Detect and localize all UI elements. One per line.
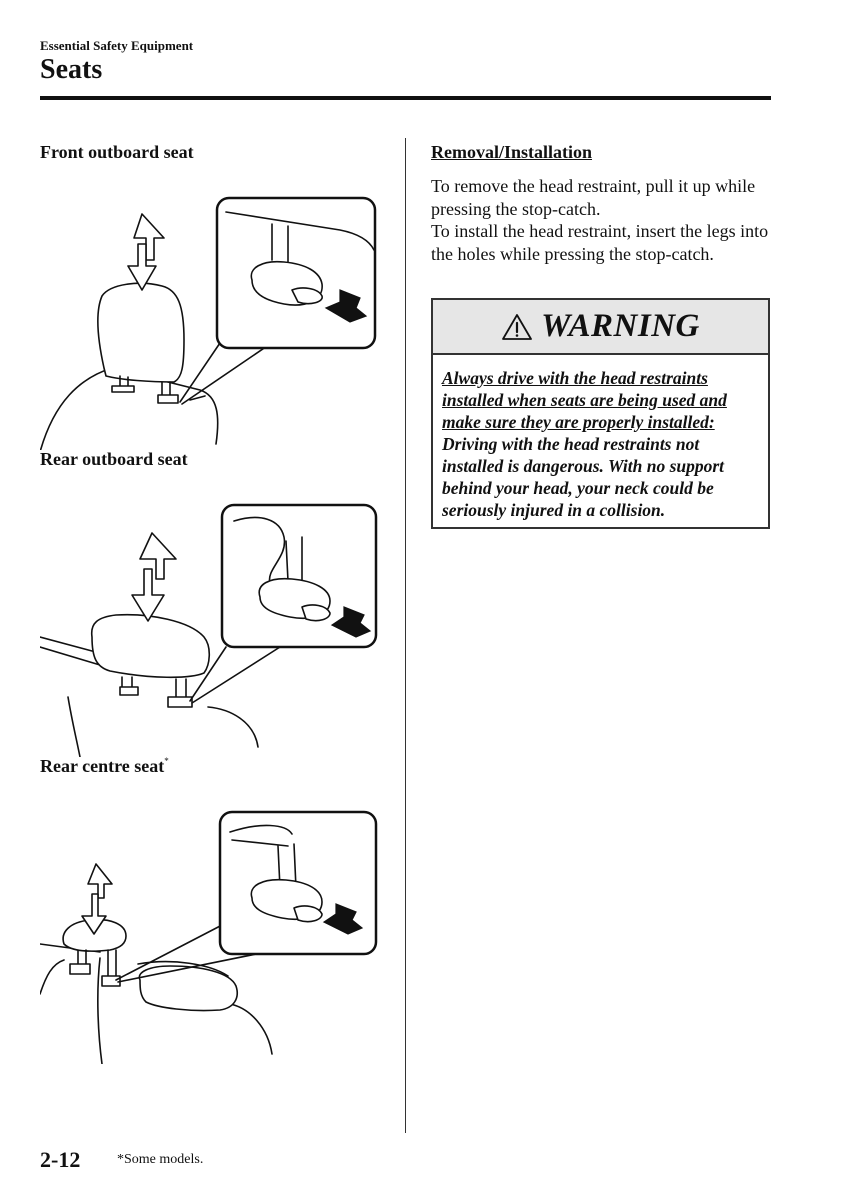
title-divider xyxy=(40,96,771,100)
press-arrow-icon xyxy=(322,903,364,935)
warning-triangle-icon xyxy=(502,313,533,340)
callout-lines xyxy=(115,923,277,983)
stop-catch xyxy=(101,975,121,987)
press-arrow-icon xyxy=(324,289,368,323)
seat-top-lines xyxy=(40,636,101,666)
section-label: Essential Safety Equipment xyxy=(40,38,194,53)
warning-header: WARNING xyxy=(433,300,768,355)
warning-body: Always drive with the head restraints in… xyxy=(433,355,768,521)
column-divider xyxy=(405,138,406,1133)
removal-instruction: To remove the head restraint, pull it up… xyxy=(431,176,756,219)
callout-lines xyxy=(189,646,281,704)
press-arrow-icon xyxy=(330,606,372,638)
zoom-detail-box xyxy=(220,503,378,649)
head-restraint-legs xyxy=(77,949,117,977)
head-restraint xyxy=(90,613,211,679)
head-restraint xyxy=(96,282,185,383)
rear-outboard-seat-heading: Rear outboard seat xyxy=(40,449,188,469)
callout-lines xyxy=(179,339,277,405)
page-number: 2-12 xyxy=(40,1147,81,1172)
page-title: Seats xyxy=(40,54,103,85)
stop-catch xyxy=(157,394,179,404)
front-outboard-seat-illustration xyxy=(40,196,377,450)
rear-centre-seat-heading: Rear centre seat* xyxy=(40,756,169,776)
head-restraint-legs xyxy=(121,676,187,698)
rear-centre-seat-illustration xyxy=(40,810,378,1064)
installation-instruction: To install the head restraint, insert th… xyxy=(431,221,769,264)
up-down-arrow-icon xyxy=(81,863,113,935)
up-down-arrow-icon xyxy=(127,213,165,291)
warning-box: WARNING Always drive with the head restr… xyxy=(431,298,770,529)
centre-head-restraint xyxy=(138,965,238,1012)
footnote: *Some models. xyxy=(117,1152,204,1167)
front-outboard-seat-heading: Front outboard seat xyxy=(40,142,194,162)
up-down-arrow-icon xyxy=(131,532,177,622)
removal-installation-heading: Removal/Installation xyxy=(431,142,593,162)
instructions-text: To remove the head restraint, pull it up… xyxy=(431,175,776,265)
stop-catch xyxy=(167,696,193,708)
head-restraint xyxy=(62,918,127,952)
warning-text: Driving with the head restraints not ins… xyxy=(442,434,725,520)
warning-emphasis: Always drive with the head restraints in… xyxy=(442,368,727,432)
rear-outboard-seat-illustration xyxy=(40,503,378,757)
head-restraint-legs xyxy=(119,375,171,397)
warning-title: WARNING xyxy=(541,308,700,344)
